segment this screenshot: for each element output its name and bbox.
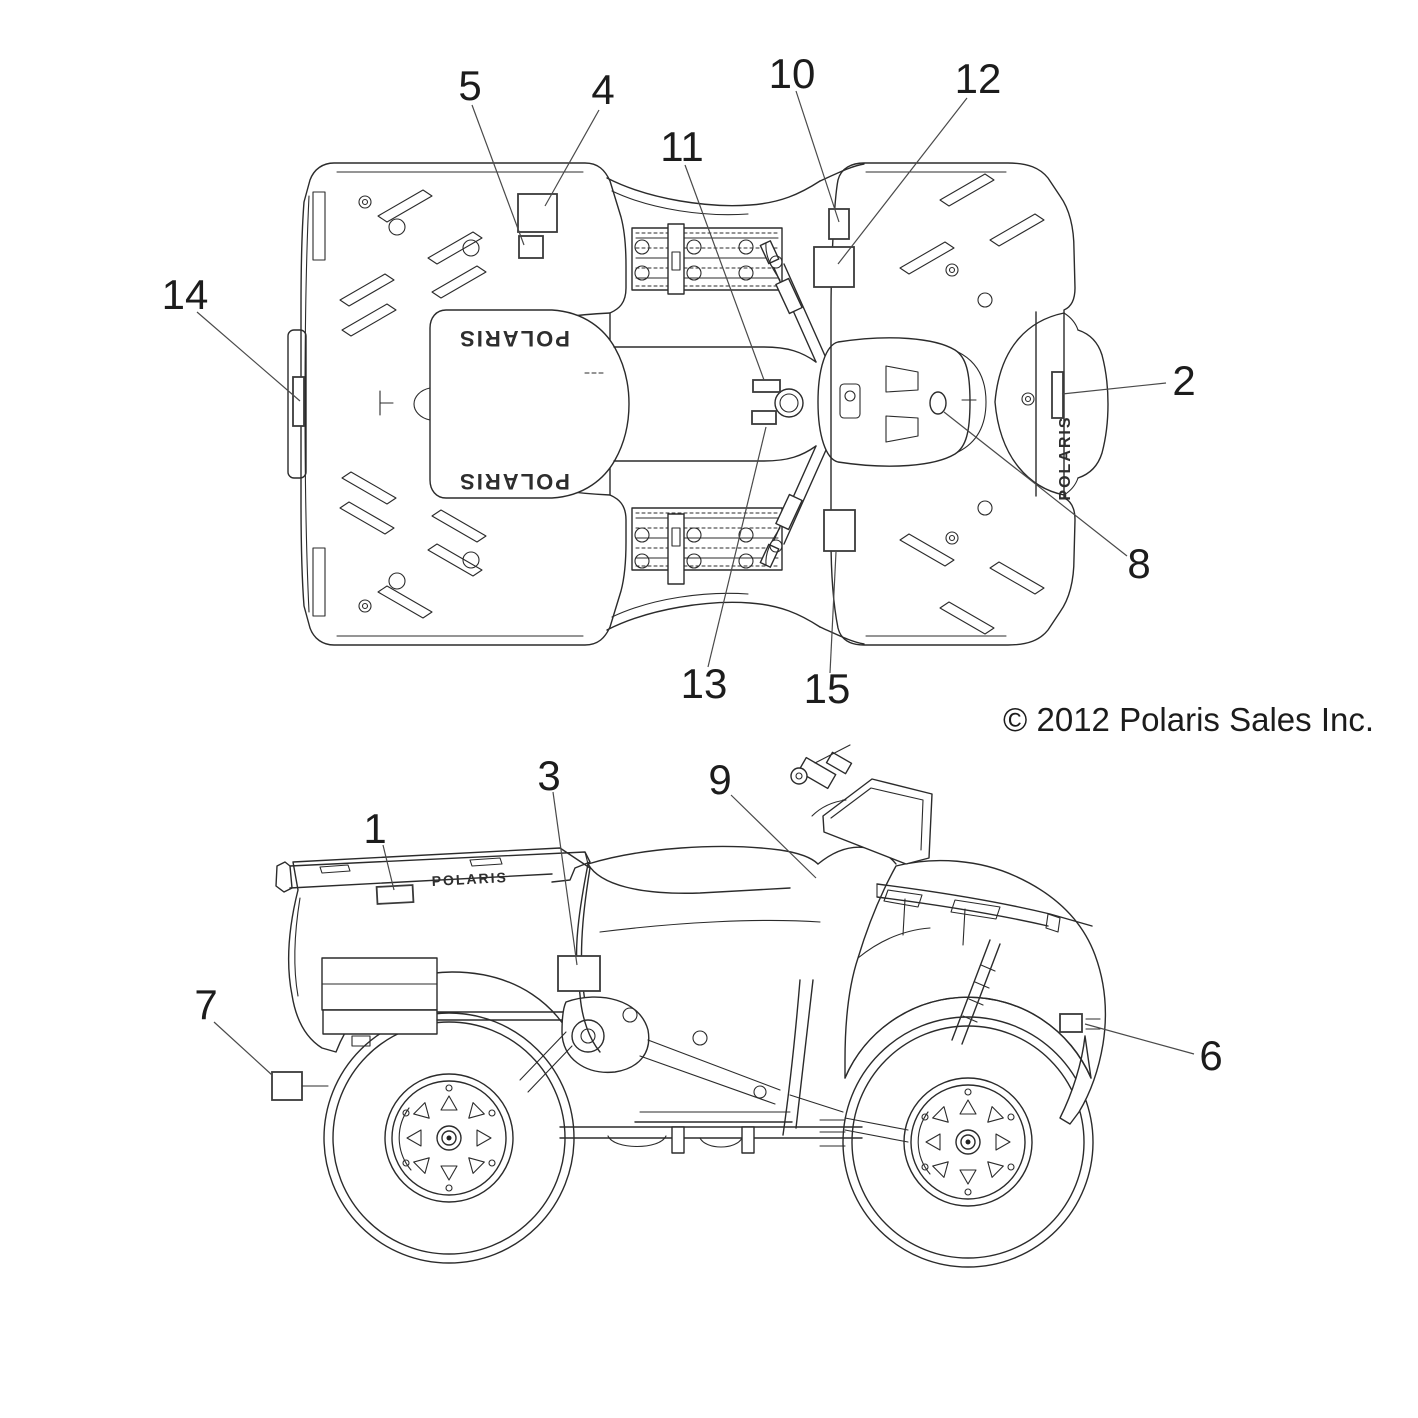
decal-target-15 [823,509,856,552]
callout-5: 5 [458,62,481,109]
brand-text-rear: POLARIS [458,326,570,351]
callout-1-leader [382,844,395,891]
rear-rack-side: POLARIS [275,851,591,905]
front-rack-side [876,883,1093,946]
callout-13-leader [707,426,767,668]
callout-4: 4 [591,66,614,113]
callout-9-leader [730,794,817,879]
frame-engine [436,996,863,1154]
callout-3-leader [552,791,578,966]
front-wheel [842,1016,1094,1268]
callout-3: 3 [537,752,560,799]
decal-target-10 [828,208,850,240]
decal-target-14 [292,376,305,427]
callout-10: 10 [769,50,816,97]
callout-11-leader [684,164,765,381]
seat-body-side [575,845,897,1136]
copyright-notice: © 2012 Polaris Sales Inc. [1003,701,1374,738]
gauge-cluster [774,388,804,418]
decal-target-6 [1059,1013,1083,1033]
decal-target-1 [375,884,415,905]
decal-target-11 [752,379,781,393]
callout-12-leader [837,97,968,265]
brand-text-mid: POLARIS [458,469,570,494]
callout-8-leader [943,411,1128,557]
footwell-strip-bottom [631,507,783,585]
top-view-decals [292,193,1064,552]
side-view: POLARIS [271,744,1107,1268]
handlebar-windshield [790,744,933,865]
decal-target-12 [813,246,855,288]
callout-10-leader [795,90,840,223]
top-view: POLARIS POLARIS [287,162,1109,646]
front-fender [844,859,1107,1125]
callout-15: 15 [804,665,851,712]
callout-14: 14 [162,271,209,318]
callout-11: 11 [660,123,704,170]
callout-1: 1 [363,805,386,852]
handlebar-lower [759,445,827,568]
battery-box [321,957,438,1047]
front-bumper-top: POLARIS [1035,311,1109,501]
footwell-strip-top [631,223,783,295]
callout-6: 6 [1199,1032,1222,1079]
center-body-top: POLARIS POLARIS [413,163,987,645]
decal-target-4 [517,193,558,233]
callouts: 1 2 3 4 5 6 7 8 9 10 11 12 13 14 15 [162,50,1223,1079]
rear-wheel [323,1012,575,1264]
front-rack-top: POLARIS [830,162,1109,646]
decal-target-13 [751,410,777,425]
front-pod-top [817,337,987,467]
callout-9: 9 [708,756,731,803]
decal-target-5 [518,235,544,259]
decal-target-7 [271,1071,329,1101]
callout-5-leader [471,104,525,246]
callout-15-leader [829,551,837,674]
handlebar-upper [759,240,827,363]
callout-13: 13 [681,660,728,707]
callout-2-leader [1061,382,1167,395]
brand-text-side: POLARIS [431,869,508,889]
callout-12: 12 [955,55,1002,102]
front-suspension [844,939,1001,1143]
callout-6-leader [1084,1023,1195,1055]
callout-8: 8 [1127,540,1150,587]
callout-7-leader [213,1021,273,1076]
callout-7: 7 [194,981,217,1028]
callout-4-leader [544,109,600,207]
callout-2: 2 [1172,357,1195,404]
decal-target-2 [1051,371,1064,419]
decal-target-3 [557,955,601,992]
decal-target-8 [929,391,947,415]
callout-14-leader [196,311,301,402]
brand-text-bumper: POLARIS [1057,415,1074,500]
